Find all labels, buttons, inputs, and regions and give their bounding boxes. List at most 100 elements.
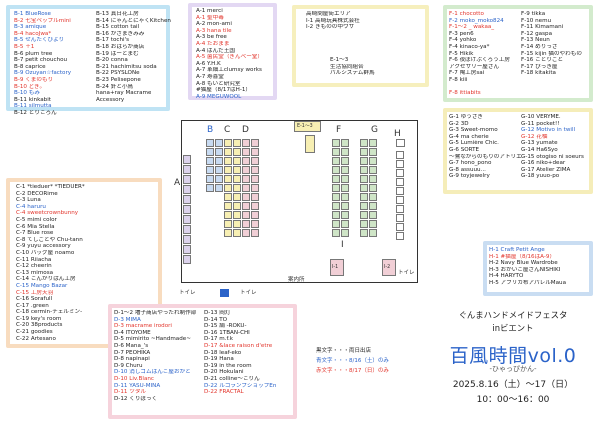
g-booth (369, 148, 377, 156)
booth-entry: D-22 FRACTAL (204, 389, 244, 396)
map-letter-a: A (174, 178, 181, 188)
h-booth (396, 169, 404, 177)
f-booth (332, 139, 340, 147)
d-booth (251, 202, 259, 210)
booth-entry: F-13 Neun (521, 37, 550, 44)
a-booth (183, 195, 191, 204)
d-booth (242, 202, 250, 210)
f-booth (341, 148, 349, 156)
booth-entry: B-5 せんたくびより (14, 37, 65, 44)
booth-entry: H-2 Navy Blue Wardrobe (489, 260, 558, 267)
booth-entry: H-1 Craft Petit Ange (489, 247, 545, 253)
a-booth (183, 245, 191, 254)
booth-entry: D-15 絹 -ROKU- (204, 323, 247, 330)
booth-entry: H-5 アフリカ布アパレルMaua (489, 279, 567, 286)
booth-entry: 〜鷺ながらのもりのアトリエ (449, 153, 522, 160)
booth-entry: hana+ray Macrame (96, 90, 152, 96)
booth-entry: D-17 &lace raison d'etre (204, 342, 273, 349)
a-booth (183, 175, 191, 184)
booth-entry: F-6 夜ぼけぶくろう工房 (449, 57, 510, 64)
d-booth (251, 139, 259, 147)
b-booth (206, 139, 214, 147)
c-booth (233, 229, 241, 237)
g-booth (369, 139, 377, 147)
f-booth (341, 157, 349, 165)
booth-entry: Accessory (96, 96, 125, 103)
booth-entry: D-11 YASU-MINA (114, 382, 161, 389)
booth-entry: C-5 mimi color (16, 216, 57, 223)
map-letter-f: F (336, 125, 342, 135)
f-booth (332, 229, 340, 237)
f-booth (332, 157, 340, 165)
booth-entry: G-10 VERYME. (521, 114, 561, 120)
booth-entry: G-16 niko+dear (521, 160, 566, 167)
a-booth (183, 155, 191, 164)
booth-entry: F-16 ことりごと (521, 57, 564, 64)
f-booth (341, 166, 349, 174)
g-booth (360, 157, 368, 165)
booth-entry: F-3 pen6 (449, 30, 474, 37)
toilet-left: トイレ (179, 290, 196, 296)
booth-entry: C-16 Sorafull (16, 296, 53, 303)
booth-entry: B-20 conna (96, 57, 128, 64)
d-booth (251, 211, 259, 219)
d-booth (251, 166, 259, 174)
map-letter-c: C (224, 125, 231, 135)
f-booth (341, 220, 349, 228)
booth-i2-label: I-2 (384, 265, 391, 270)
d-booth (251, 229, 259, 237)
f-booth (332, 220, 340, 228)
booth-entry: B-24 針と小鳥 (96, 83, 134, 90)
d-booth (251, 184, 259, 192)
f-booth (341, 229, 349, 237)
booth-entry: G-13 yumate (521, 140, 558, 147)
event-line1: ぐんまハンドメイドフェスタ (458, 310, 568, 320)
booth-entry: C-8 てしごとや Chu-tann (16, 236, 83, 243)
booth-entry: G-8 assuuu... (449, 166, 486, 173)
event-name: 百風時間vol.0 (449, 345, 577, 367)
f-booth (341, 139, 349, 147)
booth-entry: F-5 Hikik (449, 50, 474, 57)
g-booth (369, 211, 377, 219)
booth-entry: F-8 ittiabits (449, 90, 481, 96)
booth-entry: G-3 Sweet-momo (449, 127, 498, 134)
booth-entry: C-2 DECORime (16, 190, 58, 197)
g-list-right: G-10 VERYME.G-11 pocket!!G-12 Motivo in … (521, 114, 584, 180)
booth-entry: B-6 plum tree (14, 50, 53, 57)
booth-entry: H-1 #猫屋（8/16はA-9） (489, 253, 556, 260)
booth-i1-label: I-1 (332, 265, 339, 270)
booth-entry: C-4 sweetcrownbunny (16, 210, 79, 217)
booth-entry: D-5 mimirito ~Handmade~ (114, 336, 191, 343)
booth-entry: A-7 寿喜堂 (196, 73, 224, 80)
booth-entry: B-15 cotton tail (96, 24, 140, 31)
booth-entry: A-4 ばんだ王国 (196, 47, 236, 54)
booth-entry: G-18 yuuo-po (521, 173, 560, 180)
booth-entry: B-7 petit chouchou (14, 57, 68, 64)
event-date: 2025.8.16（土）〜17（日） (452, 380, 574, 390)
booth-entry: C-12 cheerin (16, 263, 52, 270)
c-booth (224, 139, 232, 147)
c-booth (224, 157, 232, 165)
map-letter-d: D (242, 125, 249, 135)
f-booth (341, 184, 349, 192)
booth-entry: F-11 Kimamani (521, 24, 564, 31)
booth-entry: B-3 amique (14, 24, 47, 31)
g-booth (369, 193, 377, 201)
d-booth (242, 175, 250, 183)
booth-entry: D-13 岡灯 (204, 310, 231, 316)
toilet-right: トイレ (398, 270, 415, 276)
d-booth (251, 220, 259, 228)
booth-entry: F-1～2 _ wakaa_ (449, 24, 495, 31)
c-booth (224, 229, 232, 237)
booth-entry: D-10 Liv.Blanc (114, 375, 154, 382)
a-booth (183, 235, 191, 244)
booth-entry: B-19 はーとまむ (96, 50, 139, 57)
booth-entry: C-6 Mia Stella (16, 223, 55, 230)
d-booth (242, 139, 250, 147)
booth-entry: D-4 ITOYOME (114, 329, 151, 336)
booth-entry: A-6 Y.H.K (196, 60, 221, 67)
